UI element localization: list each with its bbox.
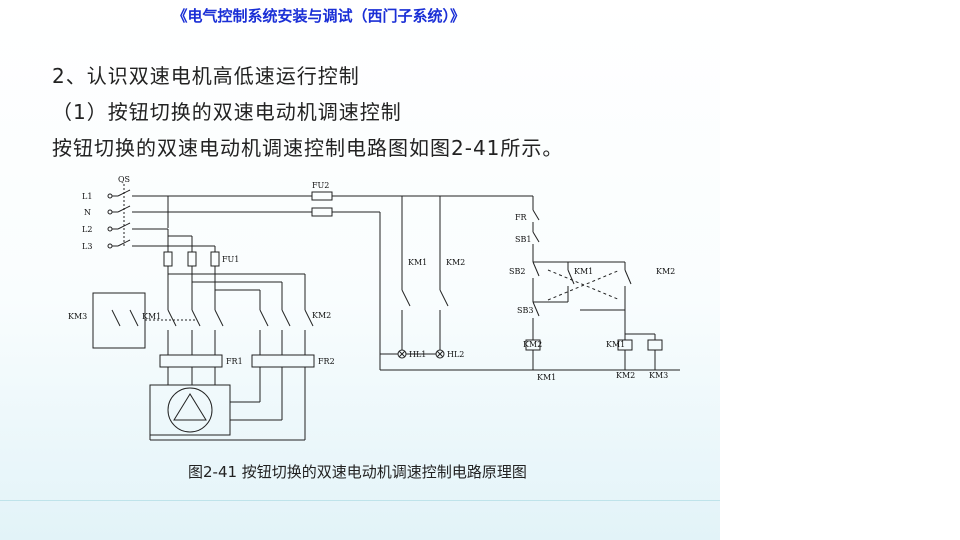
label-coil-km3: KM3 — [649, 371, 668, 380]
figure-caption: 图2-41 按钮切换的双速电动机调速控制电路原理图 — [188, 463, 527, 481]
supply-lines — [107, 184, 312, 249]
label-km2-aux: KM2 — [656, 267, 675, 276]
control-branch — [525, 196, 663, 370]
section-heading: 2、认识双速电机高低速运行控制 — [52, 64, 360, 88]
label-km1-indicator: KM1 — [408, 258, 427, 267]
label-km2-nc: KM2 — [523, 340, 542, 349]
diagram-labels: QS L1 N L2 L3 FU1 FU2 KM3 KM1 KM2 FR1 FR… — [68, 175, 675, 382]
indicator-branches — [380, 196, 680, 371]
body-text: 按钮切换的双速电动机调速控制电路图如图2-41所示。 — [52, 136, 564, 160]
label-n: N — [84, 208, 91, 217]
label-sb2: SB2 — [509, 267, 525, 276]
label-km2-main: KM2 — [312, 311, 331, 320]
label-fr2: FR2 — [318, 357, 335, 366]
label-hl2: HL2 — [447, 350, 464, 359]
label-coil-km1: KM1 — [537, 373, 556, 382]
label-l1: L1 — [82, 192, 92, 201]
label-l2: L2 — [82, 225, 92, 234]
label-fu2: FU2 — [312, 181, 329, 190]
label-coil-km2: KM2 — [616, 371, 635, 380]
label-km1-main: KM1 — [142, 312, 161, 321]
label-km1-aux: KM1 — [574, 267, 593, 276]
label-fr1: FR1 — [226, 357, 243, 366]
label-sb1: SB1 — [515, 235, 531, 244]
fr-heaters — [159, 354, 315, 440]
label-qs: QS — [118, 175, 130, 184]
label-l3: L3 — [82, 242, 92, 251]
subsection-heading: （1）按钮切换的双速电动机调速控制 — [52, 100, 402, 124]
slide: 《电气控制系统安装与调试（西门子系统）》 2、认识双速电机高低速运行控制 （1）… — [0, 0, 720, 540]
main-contacts — [92, 273, 314, 355]
label-km2-indicator: KM2 — [446, 258, 465, 267]
circuit-diagram: QS L1 N L2 L3 FU1 FU2 KM3 KM1 KM2 FR1 FR… — [68, 175, 680, 441]
label-hl1: HL1 — [409, 350, 426, 359]
slide-divider — [0, 500, 720, 501]
label-km3-main: KM3 — [68, 312, 87, 321]
label-fu1: FU1 — [222, 255, 239, 264]
motor — [149, 384, 305, 441]
fu2-fuses — [311, 191, 533, 370]
fu1-fuses — [163, 229, 220, 310]
label-fr-ctrl: FR — [515, 213, 528, 222]
label-sb3: SB3 — [517, 306, 533, 315]
label-km1-nc: KM1 — [606, 340, 625, 349]
course-title: 《电气控制系统安装与调试（西门子系统）》 — [172, 7, 465, 25]
